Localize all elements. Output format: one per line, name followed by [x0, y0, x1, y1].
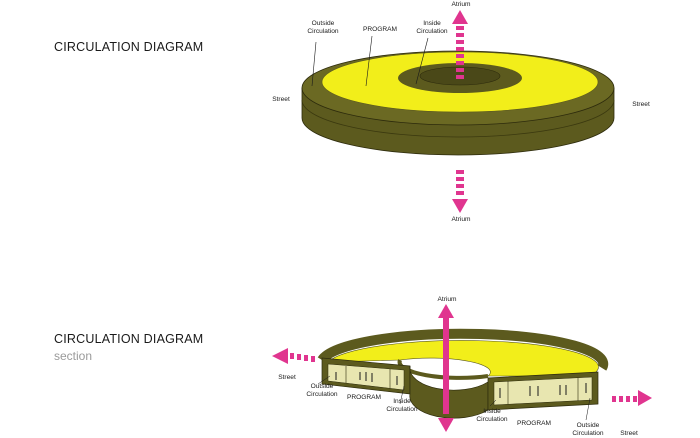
section-program-surface	[327, 340, 599, 377]
label-street-left: Street	[272, 96, 290, 103]
label-section-street-right: Street	[620, 430, 638, 437]
label-section-atrium: Atrium	[437, 296, 457, 303]
section-right-cut	[487, 371, 599, 411]
label-atrium-top: Atrium	[451, 1, 471, 8]
label-section-program-right: PROGRAM	[516, 420, 552, 427]
section-street-right-arrow	[612, 390, 652, 406]
label-street-right: Street	[632, 101, 650, 108]
top-diagram-title: CIRCULATION DIAGRAM	[54, 40, 204, 54]
atrium-down-arrow	[452, 170, 468, 213]
atrium-up-arrow	[452, 10, 468, 79]
section-diagram-title: CIRCULATION DIAGRAM	[54, 332, 204, 346]
section-diagram-subtitle: section	[54, 349, 93, 363]
label-atrium-bottom: Atrium	[451, 216, 471, 223]
section-back-rim	[317, 328, 609, 371]
label-section-street-left: Street	[278, 374, 296, 381]
section-left-cut	[321, 357, 411, 395]
section-atrium-arrow	[438, 304, 454, 432]
label-program: PROGRAM	[362, 26, 398, 33]
disc-side-band	[301, 99, 615, 138]
section-street-left-arrow	[272, 348, 315, 364]
label-section-program-left: PROGRAM	[346, 394, 382, 401]
